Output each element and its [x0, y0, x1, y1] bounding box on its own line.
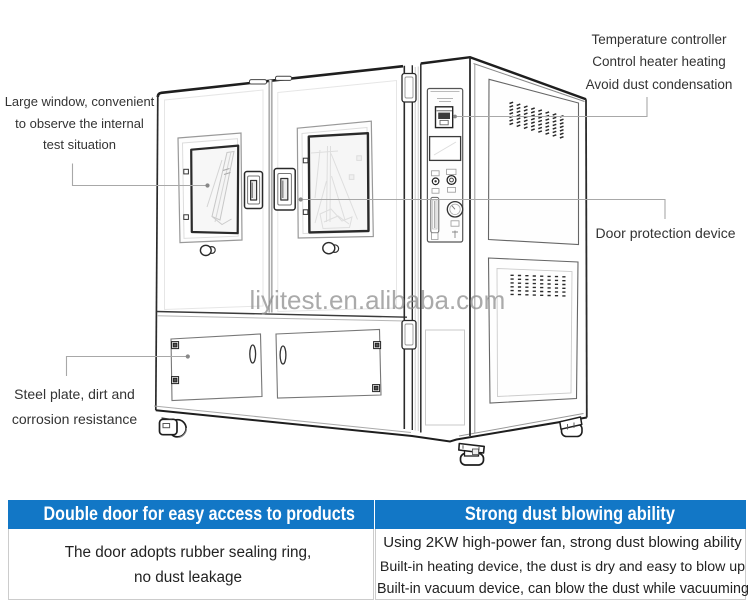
svg-text:liyitest.en.alibaba.com: liyitest.en.alibaba.com — [250, 285, 506, 315]
